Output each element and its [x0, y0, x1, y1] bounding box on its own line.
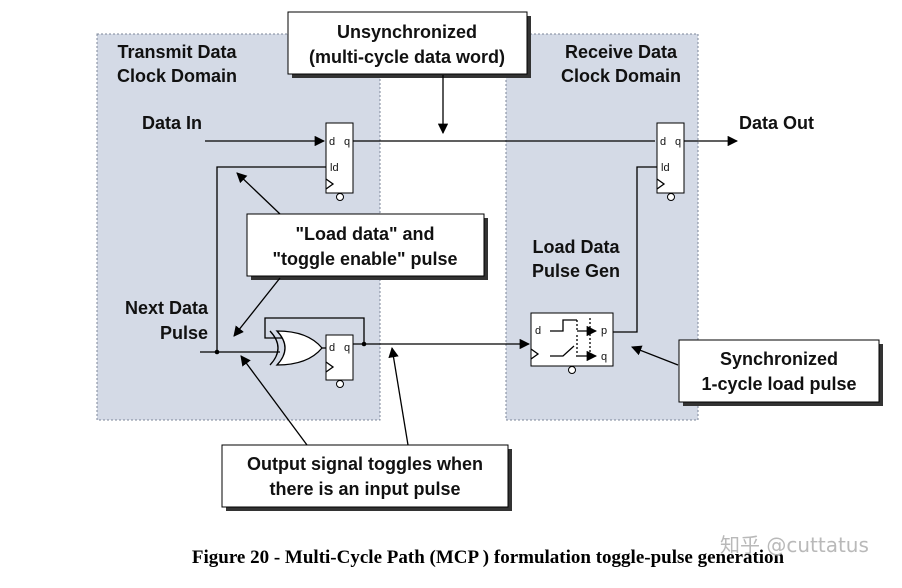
rx-reg-pin-d: d	[660, 136, 666, 148]
pulse-gen-pin-d: d	[535, 325, 541, 337]
rx-reg-pin-q: q	[675, 136, 681, 148]
sync-callout-line1: Synchronized	[720, 349, 838, 369]
data-in-label: Data In	[142, 113, 202, 133]
pulse-gen-label-1: Load Data	[532, 237, 620, 257]
next-pulse-label-1: Next Data	[125, 298, 209, 318]
data-out-label: Data Out	[739, 113, 814, 133]
tx-reg-pin-d: d	[329, 136, 335, 148]
sync-callout-arrow	[631, 345, 679, 366]
pulse-gen-waveform-in	[550, 319, 577, 332]
tx-load-wire	[216, 166, 326, 352]
next-pulse-label-2: Pulse	[160, 323, 208, 343]
rx-load-wire	[613, 166, 657, 333]
load-pulse-generator: d p q	[530, 312, 614, 374]
sync-callout-line2: 1-cycle load pulse	[701, 374, 856, 394]
rx-data-register: d q ld	[656, 122, 685, 201]
load-callout	[246, 213, 485, 277]
sync-callout	[678, 339, 880, 403]
watermark: 知乎 @cuttatus	[720, 533, 869, 557]
load-callout-line1: "Load data" and	[295, 224, 434, 244]
rx-reg-clock-pin	[656, 178, 666, 190]
tx-reg-pin-ld: ld	[330, 162, 339, 174]
xor-gate	[269, 330, 323, 366]
pulse-gen-flop-symbol	[550, 345, 575, 357]
transmit-domain-label-2: Clock Domain	[117, 66, 237, 86]
toggle-junction	[361, 341, 367, 347]
unsync-callout	[287, 11, 528, 75]
pulse-gen-pin-q: q	[601, 351, 607, 363]
tx-data-register: d q ld	[325, 122, 354, 201]
load-callout-arrow-up	[236, 172, 281, 215]
output-callout	[221, 444, 509, 508]
load-callout-arrow-down	[233, 277, 281, 337]
pulse-gen-clock-bubble	[568, 366, 576, 374]
rx-reg-pin-ld: ld	[661, 162, 670, 174]
figure-caption: Figure 20 - Multi-Cycle Path (MCP ) form…	[192, 547, 785, 568]
toggle-flip-flop: d q	[325, 334, 354, 388]
toggle-ff-clock-bubble	[336, 380, 344, 388]
unsync-callout-line1: Unsynchronized	[337, 22, 477, 42]
output-callout-arrow-left	[240, 355, 308, 446]
toggle-feedback-wire	[264, 317, 365, 344]
toggle-ff-clock-pin	[325, 361, 335, 373]
tx-reg-clock-bubble	[336, 193, 344, 201]
load-callout-line2: "toggle enable" pulse	[272, 249, 457, 269]
rx-reg-clock-bubble	[667, 193, 675, 201]
tx-reg-pin-q: q	[344, 136, 350, 148]
receive-domain-label-2: Clock Domain	[561, 66, 681, 86]
unsync-callout-line2: (multi-cycle data word)	[309, 47, 505, 67]
pulse-gen-clock-pin	[530, 348, 540, 360]
receive-domain-label-1: Receive Data	[565, 42, 678, 62]
pulse-gen-label-2: Pulse Gen	[532, 261, 620, 281]
transmit-domain-label-1: Transmit Data	[117, 42, 237, 62]
pulse-gen-pin-p: p	[601, 325, 607, 337]
tx-reg-clock-pin	[325, 178, 335, 190]
output-callout-line1: Output signal toggles when	[247, 454, 483, 474]
output-callout-arrow-right	[388, 346, 409, 446]
load-junction	[214, 349, 220, 355]
toggle-ff-pin-q: q	[344, 342, 350, 354]
toggle-ff-pin-d: d	[329, 342, 335, 354]
output-callout-line2: there is an input pulse	[269, 479, 460, 499]
